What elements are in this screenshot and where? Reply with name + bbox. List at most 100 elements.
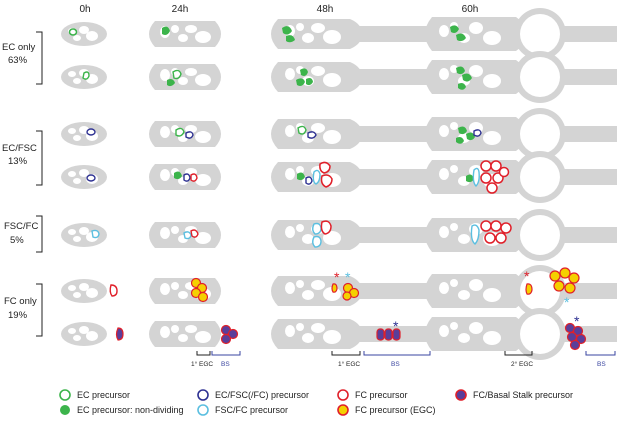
ec-nondividing-cell	[282, 26, 292, 35]
ec-fsc-precursor-cell	[185, 131, 194, 139]
ec-nondividing-cell	[456, 33, 466, 42]
legend-label: EC precursor: non-dividing	[77, 405, 184, 415]
row-fc-only-1: * * * *	[61, 265, 617, 317]
ec-nondividing-cell	[458, 126, 467, 135]
fc-stalk-precursor-cell	[376, 328, 385, 341]
germarium-0h	[61, 279, 107, 303]
fc-precursor-cell	[484, 232, 496, 244]
group-bracket-fc-only	[36, 283, 43, 337]
red-ring-icon	[337, 389, 349, 401]
germarium-60h	[425, 265, 617, 317]
ec-nondividing-cell	[174, 171, 182, 180]
fc-egc-precursor-cell	[553, 280, 565, 292]
legend-item-ec-precursor: EC precursor	[59, 389, 130, 401]
group-percent-fsc-fc: 5%	[10, 235, 24, 246]
timepoint-header-24h: 24h	[172, 4, 189, 15]
fsc-fc-precursor-cell	[312, 235, 322, 248]
lightblue-ring-icon	[197, 404, 209, 416]
legend-item-fc-egc-precursor: FC precursor (EGC)	[337, 404, 436, 416]
bs-label-24h: BS	[221, 361, 230, 368]
legend: EC precursor EC precursor: non-dividing …	[59, 389, 573, 416]
germarium-24h	[149, 121, 221, 147]
group-labels: EC only 63% EC/FSC 13% FSC/FC 5% FC only…	[2, 31, 43, 337]
fsc-fc-precursor-cell	[312, 222, 322, 235]
egc-label-24h: 1° EGC	[191, 360, 213, 368]
group-label-fc-only: FC only	[4, 296, 37, 307]
ec-nondividing-cell	[167, 79, 175, 87]
green-fill-icon	[60, 405, 70, 415]
fc-precursor-cell	[190, 173, 198, 182]
ec-precursor-cell	[172, 69, 182, 80]
fc-precursor-cell	[319, 161, 331, 174]
ec-nondividing-cell	[297, 172, 305, 181]
egc-label-60h: 2° EGC	[511, 360, 533, 368]
bs-bracket-48h	[363, 351, 431, 356]
group-label-fsc-fc: FSC/FC	[4, 221, 38, 232]
group-bracket-ec-fsc	[36, 130, 43, 186]
fc-egc-precursor-cell	[549, 270, 561, 282]
germarium-0h	[61, 122, 107, 146]
region-markers: 1° EGC BS 1° EGC BS 2° EGC BS	[191, 351, 616, 368]
row-fc-only-2: * *	[61, 308, 617, 360]
bs-bracket-24h	[211, 351, 241, 356]
red-asterisk: *	[334, 269, 340, 285]
ec-precursor-cell	[82, 71, 90, 80]
row-fsc-fc	[61, 209, 617, 261]
legend-item-ec-nondividing: EC precursor: non-dividing	[60, 405, 184, 415]
fsc-fc-precursor-cell	[470, 224, 480, 245]
fc-precursor-cell	[498, 166, 510, 178]
ec-fsc-precursor-cell	[183, 173, 191, 182]
ec-nondividing-cell	[300, 68, 308, 76]
fc-precursor-cell	[480, 160, 492, 172]
fc-precursor-cell	[109, 284, 118, 297]
legend-item-fc-precursor: FC precursor	[337, 389, 408, 401]
ec-nondividing-cell	[296, 78, 305, 86]
ec-fsc-precursor-cell	[86, 174, 96, 182]
ec-nondividing-cell	[450, 25, 459, 33]
ec-nondividing-cell	[458, 83, 466, 90]
ec-nondividing-cell	[466, 174, 474, 183]
navy-asterisk: *	[574, 313, 580, 329]
ec-nondividing-cell	[456, 66, 465, 75]
purple-red-fill-icon	[455, 389, 467, 401]
ec-precursor-cell	[297, 125, 307, 135]
legend-label: EC/FSC(/FC) precursor	[215, 390, 309, 400]
fc-stalk-precursor-cell	[569, 339, 581, 351]
ec-fsc-precursor-cell	[305, 176, 313, 185]
ec-fsc-precursor-cell	[86, 128, 96, 136]
germarium-0h	[61, 22, 107, 46]
egc-bracket-60h	[504, 351, 533, 356]
fc-stalk-precursor-cell	[392, 328, 401, 341]
germarium-60h	[425, 51, 617, 103]
germarium-60h	[425, 209, 617, 261]
fc-egc-precursor-cell	[331, 283, 338, 293]
ec-nondividing-cell	[286, 35, 295, 43]
row-ec-fsc-2	[61, 151, 617, 203]
timepoint-header-0h: 0h	[79, 4, 90, 15]
group-percent-fc-only: 19%	[8, 310, 28, 321]
germarium-24h	[149, 64, 221, 90]
germarium-24h	[149, 278, 221, 304]
navy-ring-icon	[197, 389, 209, 401]
fc-precursor-cell	[490, 160, 502, 172]
legend-label: FSC/FC precursor	[215, 405, 288, 415]
fc-precursor-cell	[480, 172, 492, 184]
group-bracket-fsc-fc	[36, 215, 43, 253]
germarium-0h	[61, 165, 107, 189]
egc-bracket-48h	[331, 351, 361, 356]
row-ec-only-1	[61, 8, 617, 60]
ec-fsc-precursor-cell	[307, 131, 317, 139]
legend-item-fsc-fc-precursor: FSC/FC precursor	[197, 404, 288, 416]
egc-bracket-24h	[196, 351, 211, 356]
timepoint-header-48h: 48h	[317, 4, 334, 15]
legend-item-ec-fsc-precursor: EC/FSC(/FC) precursor	[197, 389, 309, 401]
yellow-red-fill-icon	[337, 404, 349, 416]
egc-label-48h: 1° EGC	[338, 360, 360, 368]
fc-egc-precursor-cell	[525, 283, 533, 295]
ec-precursor-cell	[175, 127, 185, 137]
ec-fsc-precursor-cell	[473, 129, 482, 137]
group-percent-ec-fsc: 13%	[8, 156, 28, 167]
legend-label: FC/Basal Stalk precursor	[473, 390, 573, 400]
ec-nondividing-cell	[462, 73, 472, 82]
